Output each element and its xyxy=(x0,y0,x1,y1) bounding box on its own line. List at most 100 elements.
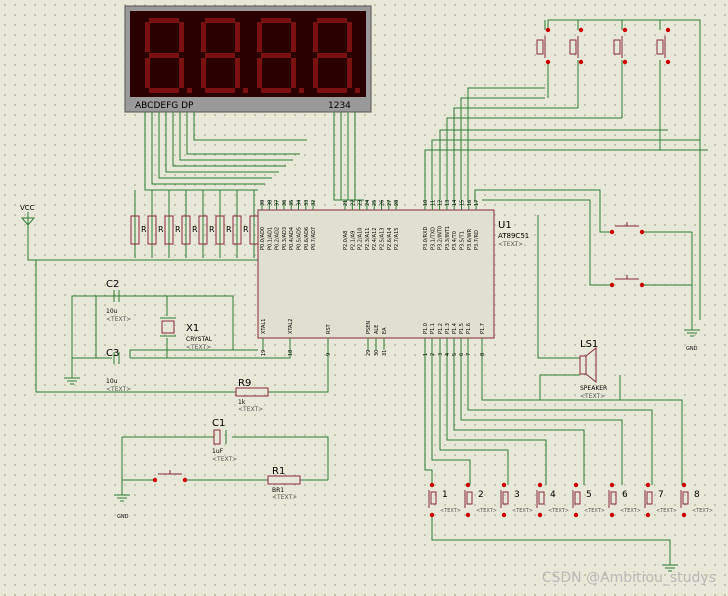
svg-text:P2.6/A14: P2.6/A14 xyxy=(387,228,393,250)
digit-1 xyxy=(145,18,192,93)
top-switch-2[interactable] xyxy=(569,27,584,65)
capacitor-c3[interactable]: C3 10u <TEXT> xyxy=(106,348,131,393)
svg-text:37: 37 xyxy=(275,200,281,206)
pullup-resistor-4[interactable]: R xyxy=(181,215,198,245)
seven-segment-display[interactable]: ABCDEFG DP 1234 xyxy=(124,5,372,113)
key-7[interactable]: 7<TEXT> xyxy=(644,482,677,518)
gnd-label-right: GND xyxy=(686,346,698,352)
svg-text:RST: RST xyxy=(326,323,332,334)
speaker-ls1[interactable]: LS1 SPEAKER <TEXT> xyxy=(579,339,607,400)
svg-text:22: 22 xyxy=(350,200,356,206)
key-2[interactable]: 2<TEXT> xyxy=(464,482,497,518)
svg-text:25: 25 xyxy=(372,200,378,206)
mcu-pin-bottom-3: P1.23 xyxy=(438,323,444,356)
top-switch-3[interactable] xyxy=(613,27,628,65)
key-1[interactable]: 1 <TEXT> xyxy=(428,482,461,518)
crystal-x1[interactable]: X1 CRYSTAL <TEXT> xyxy=(160,317,213,351)
resistor-bank[interactable]: RRRRRRRR xyxy=(130,215,266,245)
mcu-top-pins: 39P0.0/AD038P0.1/AD137P0.2/AD236P0.3/AD3… xyxy=(260,200,480,250)
svg-text:9: 9 xyxy=(326,353,332,356)
capacitor-c1[interactable]: C1 1uF <TEXT> xyxy=(212,418,237,463)
key-text: <TEXT> xyxy=(692,508,713,514)
key-bank[interactable]: 1<TEXT>2<TEXT>3<TEXT>4<TEXT>5<TEXT>6<TEX… xyxy=(428,482,713,518)
pullup-resistor-7[interactable]: R xyxy=(232,215,249,245)
svg-text:P3.0/RXD: P3.0/RXD xyxy=(423,226,429,250)
svg-text:P0.6/AD6: P0.6/AD6 xyxy=(304,227,310,250)
resistor-r1[interactable]: R1 BR1 <TEXT> xyxy=(267,466,301,501)
ls1-value: SPEAKER xyxy=(580,385,607,392)
svg-text:PSEN: PSEN xyxy=(366,321,372,334)
pullup-resistor-2[interactable]: R xyxy=(147,215,164,245)
svg-text:P1.3: P1.3 xyxy=(445,323,451,334)
svg-text:P2.2/A10: P2.2/A10 xyxy=(358,228,364,250)
display-digits xyxy=(145,18,360,93)
vcc-terminal[interactable]: VCC xyxy=(20,204,36,226)
key-3[interactable]: 3<TEXT> xyxy=(500,482,533,518)
r1-text: <TEXT> xyxy=(272,494,297,501)
pullup-resistor-1[interactable]: R xyxy=(130,215,147,245)
svg-text:19: 19 xyxy=(261,350,267,356)
pullup-resistor-5[interactable]: R xyxy=(198,215,215,245)
svg-text:P0.1/AD1: P0.1/AD1 xyxy=(267,227,273,250)
key-5[interactable]: 5 <TEXT> xyxy=(572,482,605,518)
key-text: <TEXT> xyxy=(512,508,533,514)
mcu-u1[interactable]: 39P0.0/AD038P0.1/AD137P0.2/AD236P0.3/AD3… xyxy=(257,200,529,356)
mcu-pin-bottom-6: P1.56 xyxy=(459,323,465,356)
capacitor-c2[interactable]: C2 10u <TEXT> xyxy=(106,279,131,323)
r9-value: 1k xyxy=(238,399,246,406)
key-label: 5 xyxy=(586,490,592,500)
svg-text:P1.6: P1.6 xyxy=(466,323,472,334)
mcu-ref: U1 xyxy=(498,220,512,231)
svg-text:P3.2/INT0: P3.2/INT0 xyxy=(438,226,444,250)
key-8[interactable]: 8<TEXT> xyxy=(680,482,713,518)
pullup-resistor-3[interactable]: R xyxy=(164,215,181,245)
display-digit-label: 1234 xyxy=(328,101,351,111)
side-switch-1[interactable] xyxy=(609,222,645,235)
svg-text:30: 30 xyxy=(374,350,380,356)
svg-text:29: 29 xyxy=(366,350,372,356)
c3-text: <TEXT> xyxy=(106,386,131,393)
reset-button[interactable] xyxy=(152,470,188,483)
svg-text:XTAL2: XTAL2 xyxy=(288,319,294,334)
svg-text:34: 34 xyxy=(297,200,303,206)
svg-text:6: 6 xyxy=(459,353,465,356)
vcc-label: VCC xyxy=(20,204,35,212)
top-switch-4[interactable] xyxy=(656,27,671,65)
c1-text: <TEXT> xyxy=(212,456,237,463)
svg-text:P3.1/TXD: P3.1/TXD xyxy=(430,227,436,250)
svg-text:R: R xyxy=(158,225,164,234)
svg-text:R: R xyxy=(141,225,147,234)
key-6[interactable]: 6<TEXT> xyxy=(608,482,641,518)
side-switch-2[interactable] xyxy=(609,275,645,288)
mcu-pin-bottom-8: P1.78 xyxy=(480,323,486,356)
resistor-r9[interactable]: R9 1k <TEXT> xyxy=(235,378,269,413)
top-switch-1[interactable] xyxy=(536,27,551,65)
svg-text:7: 7 xyxy=(466,353,472,356)
key-4[interactable]: 4<TEXT> xyxy=(536,482,569,518)
top-switches[interactable] xyxy=(536,27,671,65)
svg-text:P1.0: P1.0 xyxy=(423,323,429,334)
key-label: 6 xyxy=(622,490,628,500)
pullup-resistor-6[interactable]: R xyxy=(215,215,232,245)
key-text: <TEXT> xyxy=(584,508,605,514)
key-label: 1 xyxy=(442,490,448,500)
ls1-text: <TEXT> xyxy=(580,393,605,400)
svg-text:P3.7/RD: P3.7/RD xyxy=(474,230,480,250)
key-text: <TEXT> xyxy=(440,508,461,514)
svg-text:R: R xyxy=(175,225,181,234)
svg-text:P1.7: P1.7 xyxy=(480,323,486,334)
key-text: <TEXT> xyxy=(476,508,497,514)
svg-text:P0.4/AD4: P0.4/AD4 xyxy=(289,227,295,250)
